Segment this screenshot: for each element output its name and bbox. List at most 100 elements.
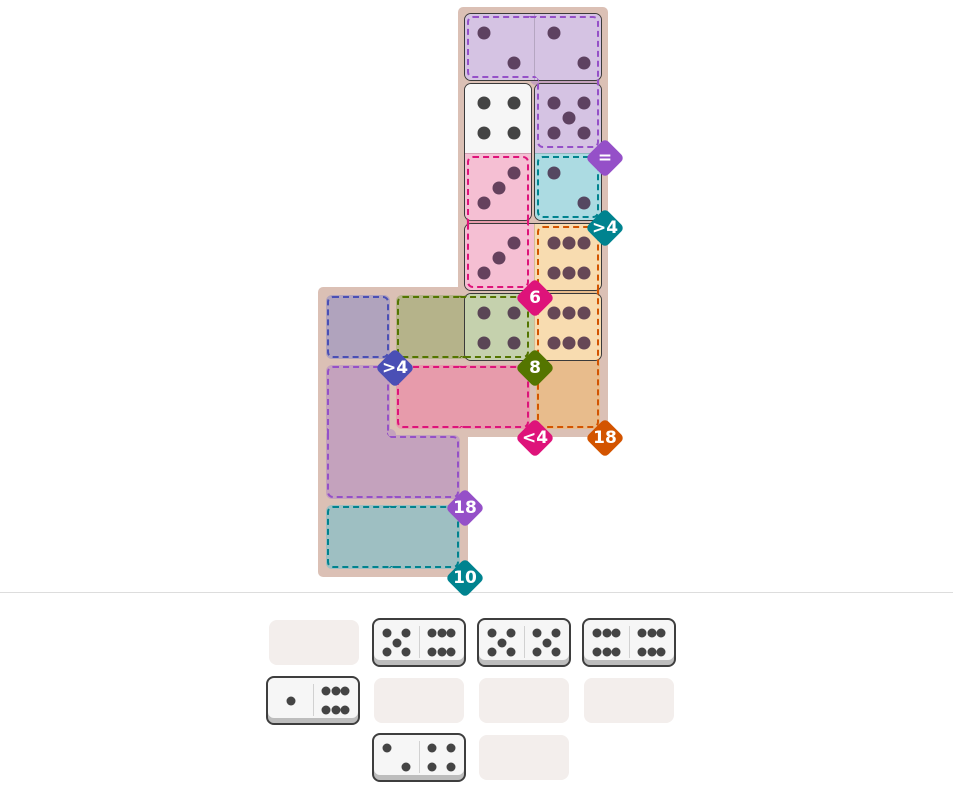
region-constraint-badge: 10 <box>445 558 485 598</box>
pip <box>577 56 591 70</box>
pip <box>437 647 446 657</box>
region-outline <box>327 296 389 358</box>
pip <box>427 762 437 772</box>
tray-domino[interactable] <box>266 676 360 725</box>
tray-domino[interactable] <box>477 618 571 667</box>
domino-half <box>374 620 419 665</box>
region-cell-purple-top[interactable] <box>533 78 603 152</box>
pip <box>602 647 611 657</box>
pip <box>331 705 340 715</box>
pip <box>507 126 521 140</box>
pip <box>542 638 551 647</box>
constraint-label: 18 <box>593 428 617 448</box>
region-fill <box>326 365 390 435</box>
pip <box>562 236 576 250</box>
domino-divider <box>534 14 535 80</box>
region-cell-navy[interactable] <box>323 292 393 362</box>
region-outline <box>397 366 467 428</box>
pip <box>477 26 491 40</box>
pip <box>497 638 506 647</box>
region-fill <box>326 429 396 499</box>
pip <box>477 96 491 110</box>
region-outline <box>537 226 599 296</box>
region-outline <box>529 16 599 86</box>
pip <box>392 638 401 647</box>
pip <box>547 26 561 40</box>
domino-half <box>534 224 601 290</box>
region-cell-pink-mid[interactable] <box>393 362 467 432</box>
region-cell-pink-mid[interactable] <box>459 362 533 432</box>
domino-half <box>419 620 464 665</box>
domino-divider <box>534 224 535 290</box>
placed-domino[interactable] <box>534 83 602 221</box>
tray-empty-slot <box>374 678 464 723</box>
region-cell-purple-top[interactable] <box>463 12 537 82</box>
region-cell-purple-low[interactable] <box>323 428 397 502</box>
region-cell-olive[interactable] <box>459 292 533 362</box>
domino-half <box>465 14 534 80</box>
constraint-label: <4 <box>521 428 549 448</box>
region-fill <box>326 505 396 569</box>
domino-half <box>419 735 464 780</box>
pip <box>562 111 576 125</box>
region-cell-olive[interactable] <box>393 292 467 362</box>
tray-domino[interactable] <box>372 618 466 667</box>
pip <box>507 96 521 110</box>
region-constraint-badge: = <box>585 138 625 178</box>
region-cell-orange[interactable] <box>533 222 603 296</box>
pip <box>401 762 411 772</box>
pip <box>487 647 497 657</box>
pip <box>382 628 392 638</box>
pip <box>477 336 491 350</box>
region-constraint-badge: 18 <box>445 488 485 528</box>
region-cell-purple-low[interactable] <box>323 362 393 436</box>
placed-domino[interactable] <box>464 223 602 291</box>
region-fill <box>460 365 530 429</box>
region-cell-teal-top[interactable] <box>533 152 603 222</box>
domino-half <box>268 678 313 723</box>
region-cell-pink-top[interactable] <box>463 218 533 292</box>
domino-half <box>465 294 534 360</box>
placed-domino[interactable] <box>464 83 532 221</box>
pip <box>446 628 456 638</box>
pip <box>427 743 437 753</box>
tray-domino[interactable] <box>582 618 676 667</box>
pip <box>547 166 561 180</box>
domino-half <box>374 735 419 780</box>
pip <box>577 196 591 210</box>
region-fill <box>396 365 466 429</box>
domino-half <box>524 620 569 665</box>
pip <box>577 266 591 280</box>
pip <box>506 647 516 657</box>
region-cell-teal-low[interactable] <box>389 502 463 572</box>
pip <box>577 236 591 250</box>
pip <box>427 647 437 657</box>
pip <box>602 628 611 638</box>
domino-divider <box>313 684 314 716</box>
domino-tray <box>0 593 953 792</box>
region-cell-purple-top[interactable] <box>529 12 603 86</box>
placed-domino[interactable] <box>464 13 602 81</box>
pip <box>577 306 591 320</box>
tray-domino[interactable] <box>372 733 466 782</box>
tray-empty-slot <box>584 678 674 723</box>
region-cell-purple-low[interactable] <box>389 432 463 502</box>
domino-half <box>465 224 534 290</box>
region-outline <box>459 366 529 428</box>
region-outline <box>389 506 459 568</box>
pip <box>532 647 542 657</box>
region-cell-teal-low[interactable] <box>323 502 397 572</box>
region-outline <box>327 366 389 436</box>
pip <box>321 686 331 696</box>
domino-half <box>479 620 524 665</box>
pip <box>340 686 350 696</box>
region-outline <box>327 428 397 498</box>
domino-divider <box>629 626 630 658</box>
region-cell-pink-top[interactable] <box>463 152 533 226</box>
pip <box>562 336 576 350</box>
pip <box>492 181 506 195</box>
constraint-label: = <box>597 148 613 168</box>
pip <box>286 696 295 705</box>
pip <box>656 628 666 638</box>
